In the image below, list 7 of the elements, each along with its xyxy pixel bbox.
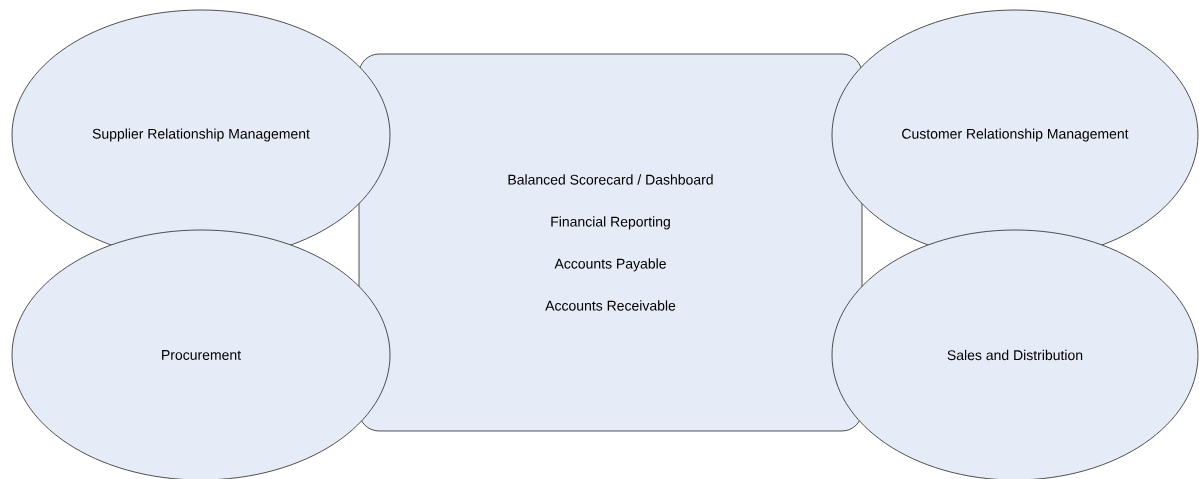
node-label: Procurement	[162, 350, 241, 360]
node-label: Customer Relationship Management	[902, 128, 1129, 142]
ellipse-node: Procurement	[11, 229, 391, 479]
ellipse-node: Sales and Distribution	[831, 229, 1199, 479]
ellipse-node: Customer Relationship Management	[831, 9, 1199, 261]
node-label: Sales and Distribution	[947, 349, 1083, 361]
ellipse-node: Supplier Relationship Management	[11, 9, 391, 261]
